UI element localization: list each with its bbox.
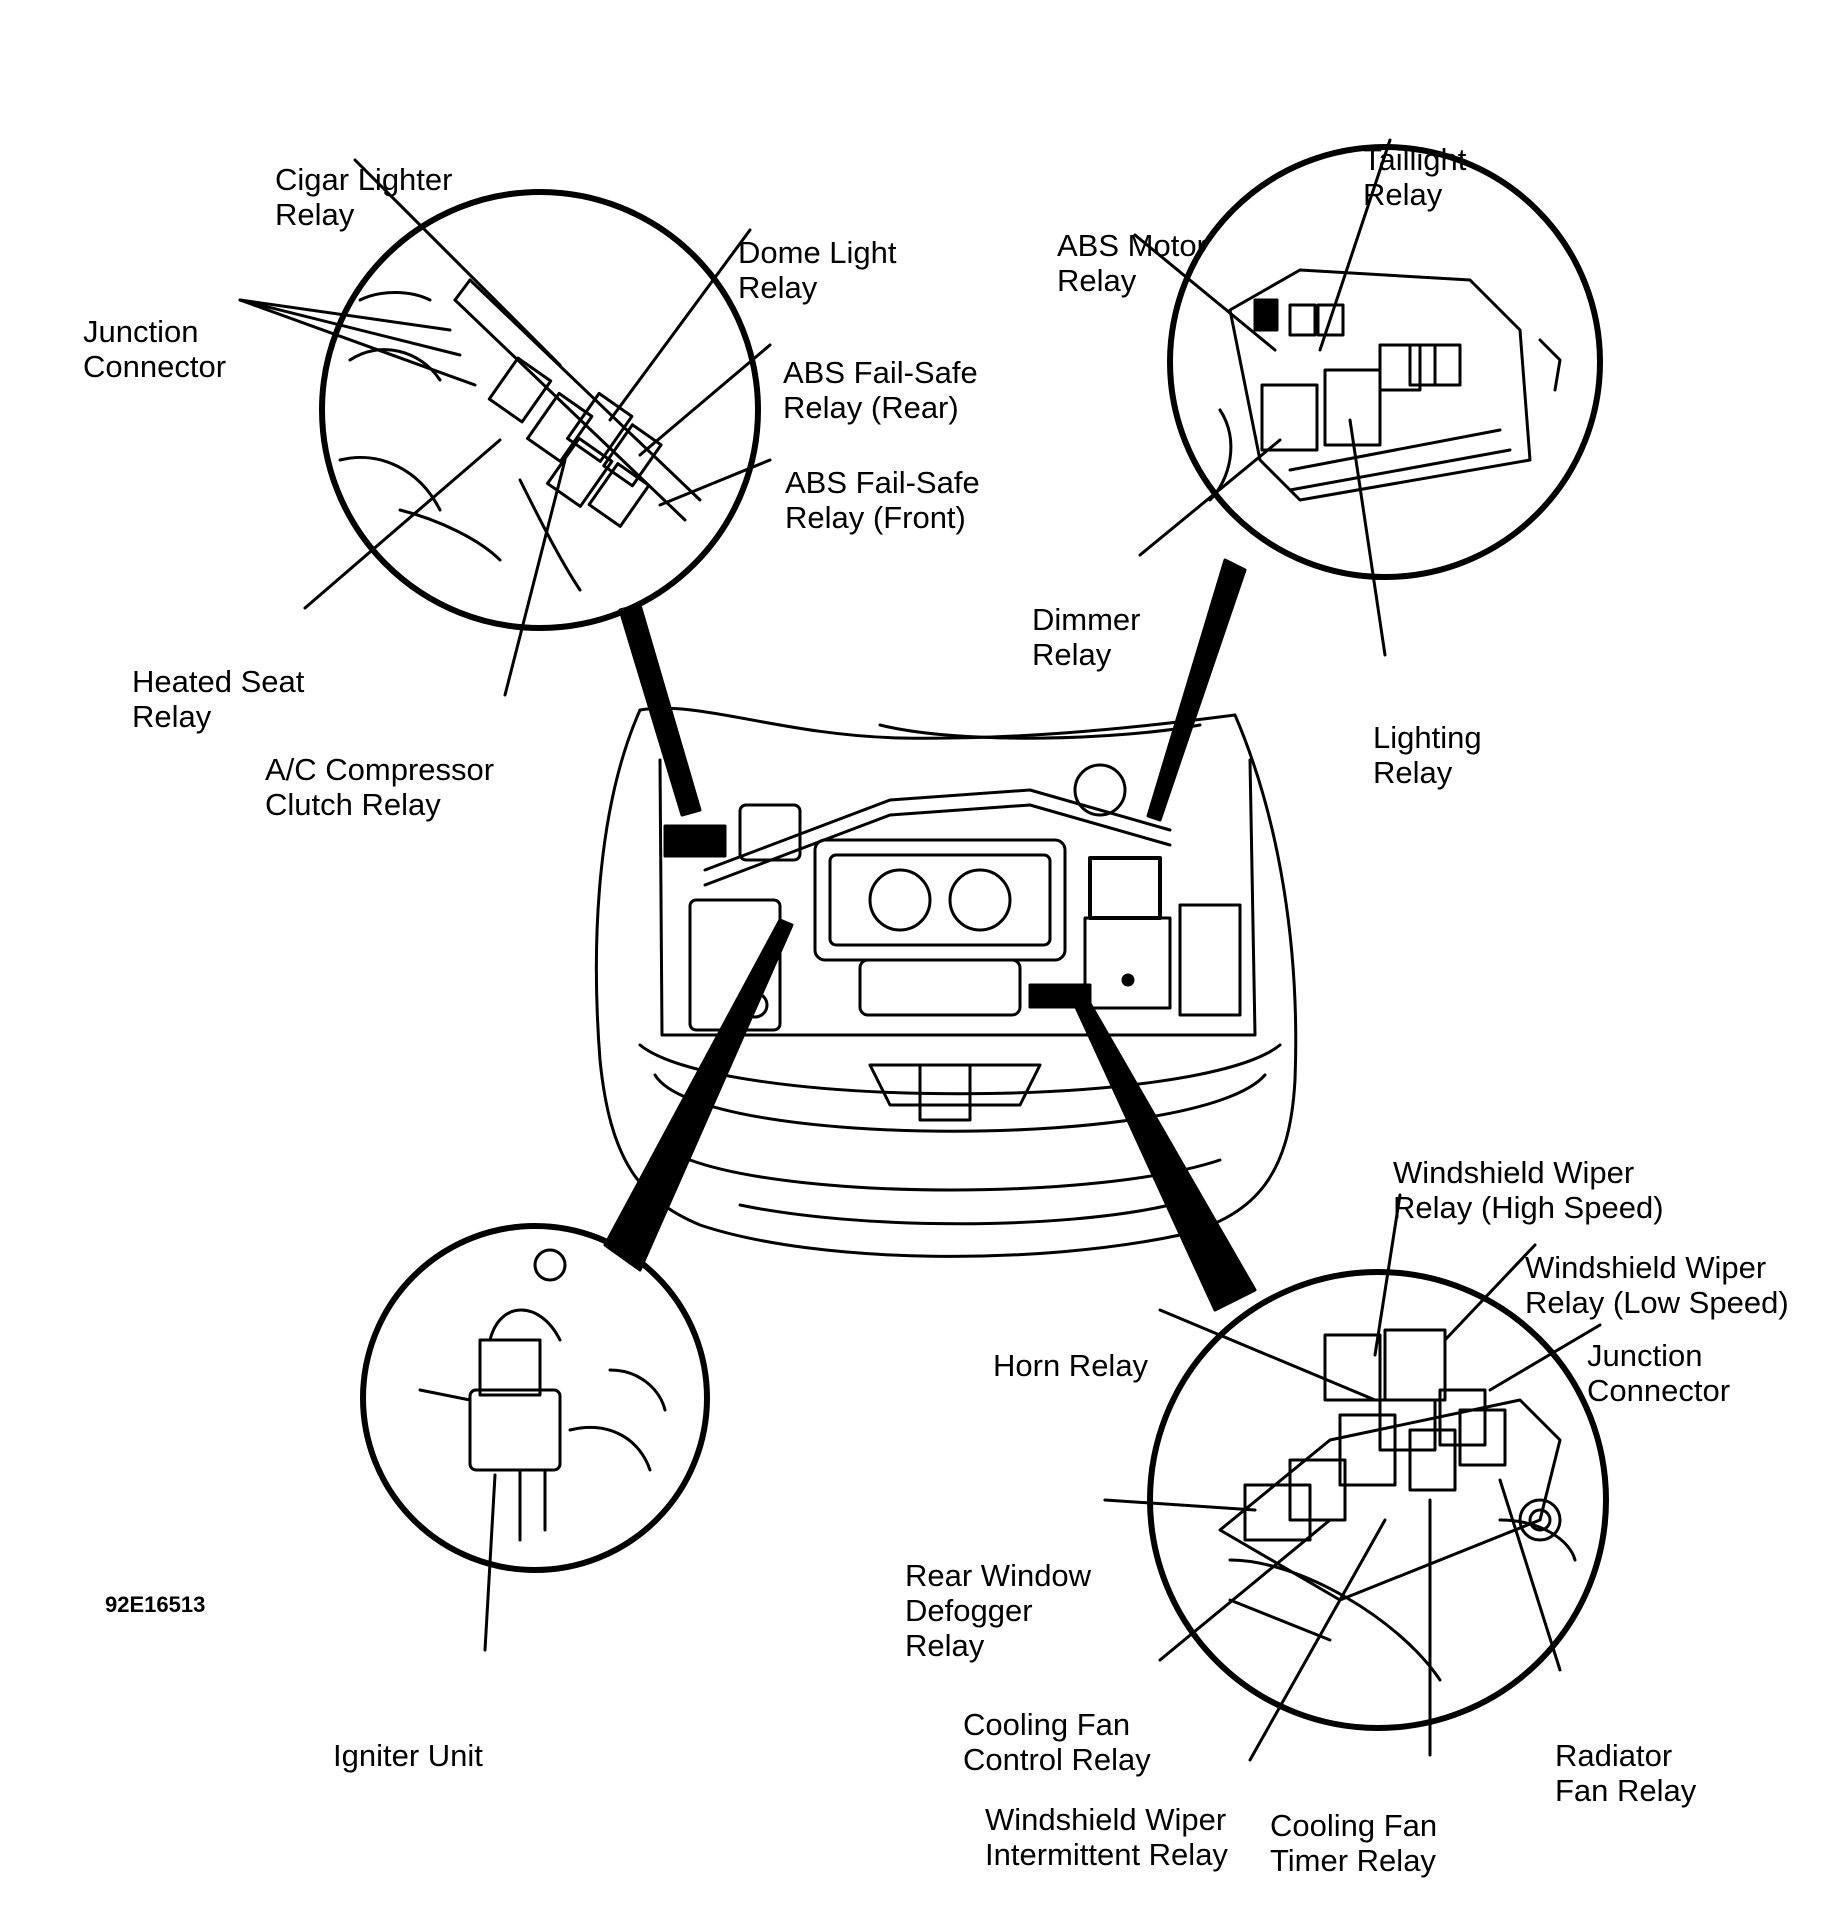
wedge-top-right — [1146, 558, 1247, 822]
figure-code: 92E16513 — [105, 1592, 206, 1617]
leaders-bottom-left — [483, 1473, 497, 1652]
wedge-bottom-left — [603, 918, 794, 1272]
leaders-top-left — [238, 158, 772, 697]
label-horn-relay: Horn Relay — [993, 1348, 1149, 1383]
car-front-view — [594, 706, 1298, 1258]
detail-circle-bottom-left — [360, 1223, 710, 1573]
leaders-bottom-right — [1103, 1193, 1602, 1762]
wedge-bottom-right — [1073, 998, 1257, 1312]
detail-circle-top-right — [1167, 144, 1603, 580]
label-igniter-unit: Igniter Unit — [333, 1738, 483, 1773]
detail-circle-bottom-right — [1147, 1269, 1609, 1731]
detail-circle-top-left — [319, 189, 761, 631]
diagram-artwork — [238, 138, 1609, 1762]
leaders-top-right — [1133, 138, 1392, 657]
